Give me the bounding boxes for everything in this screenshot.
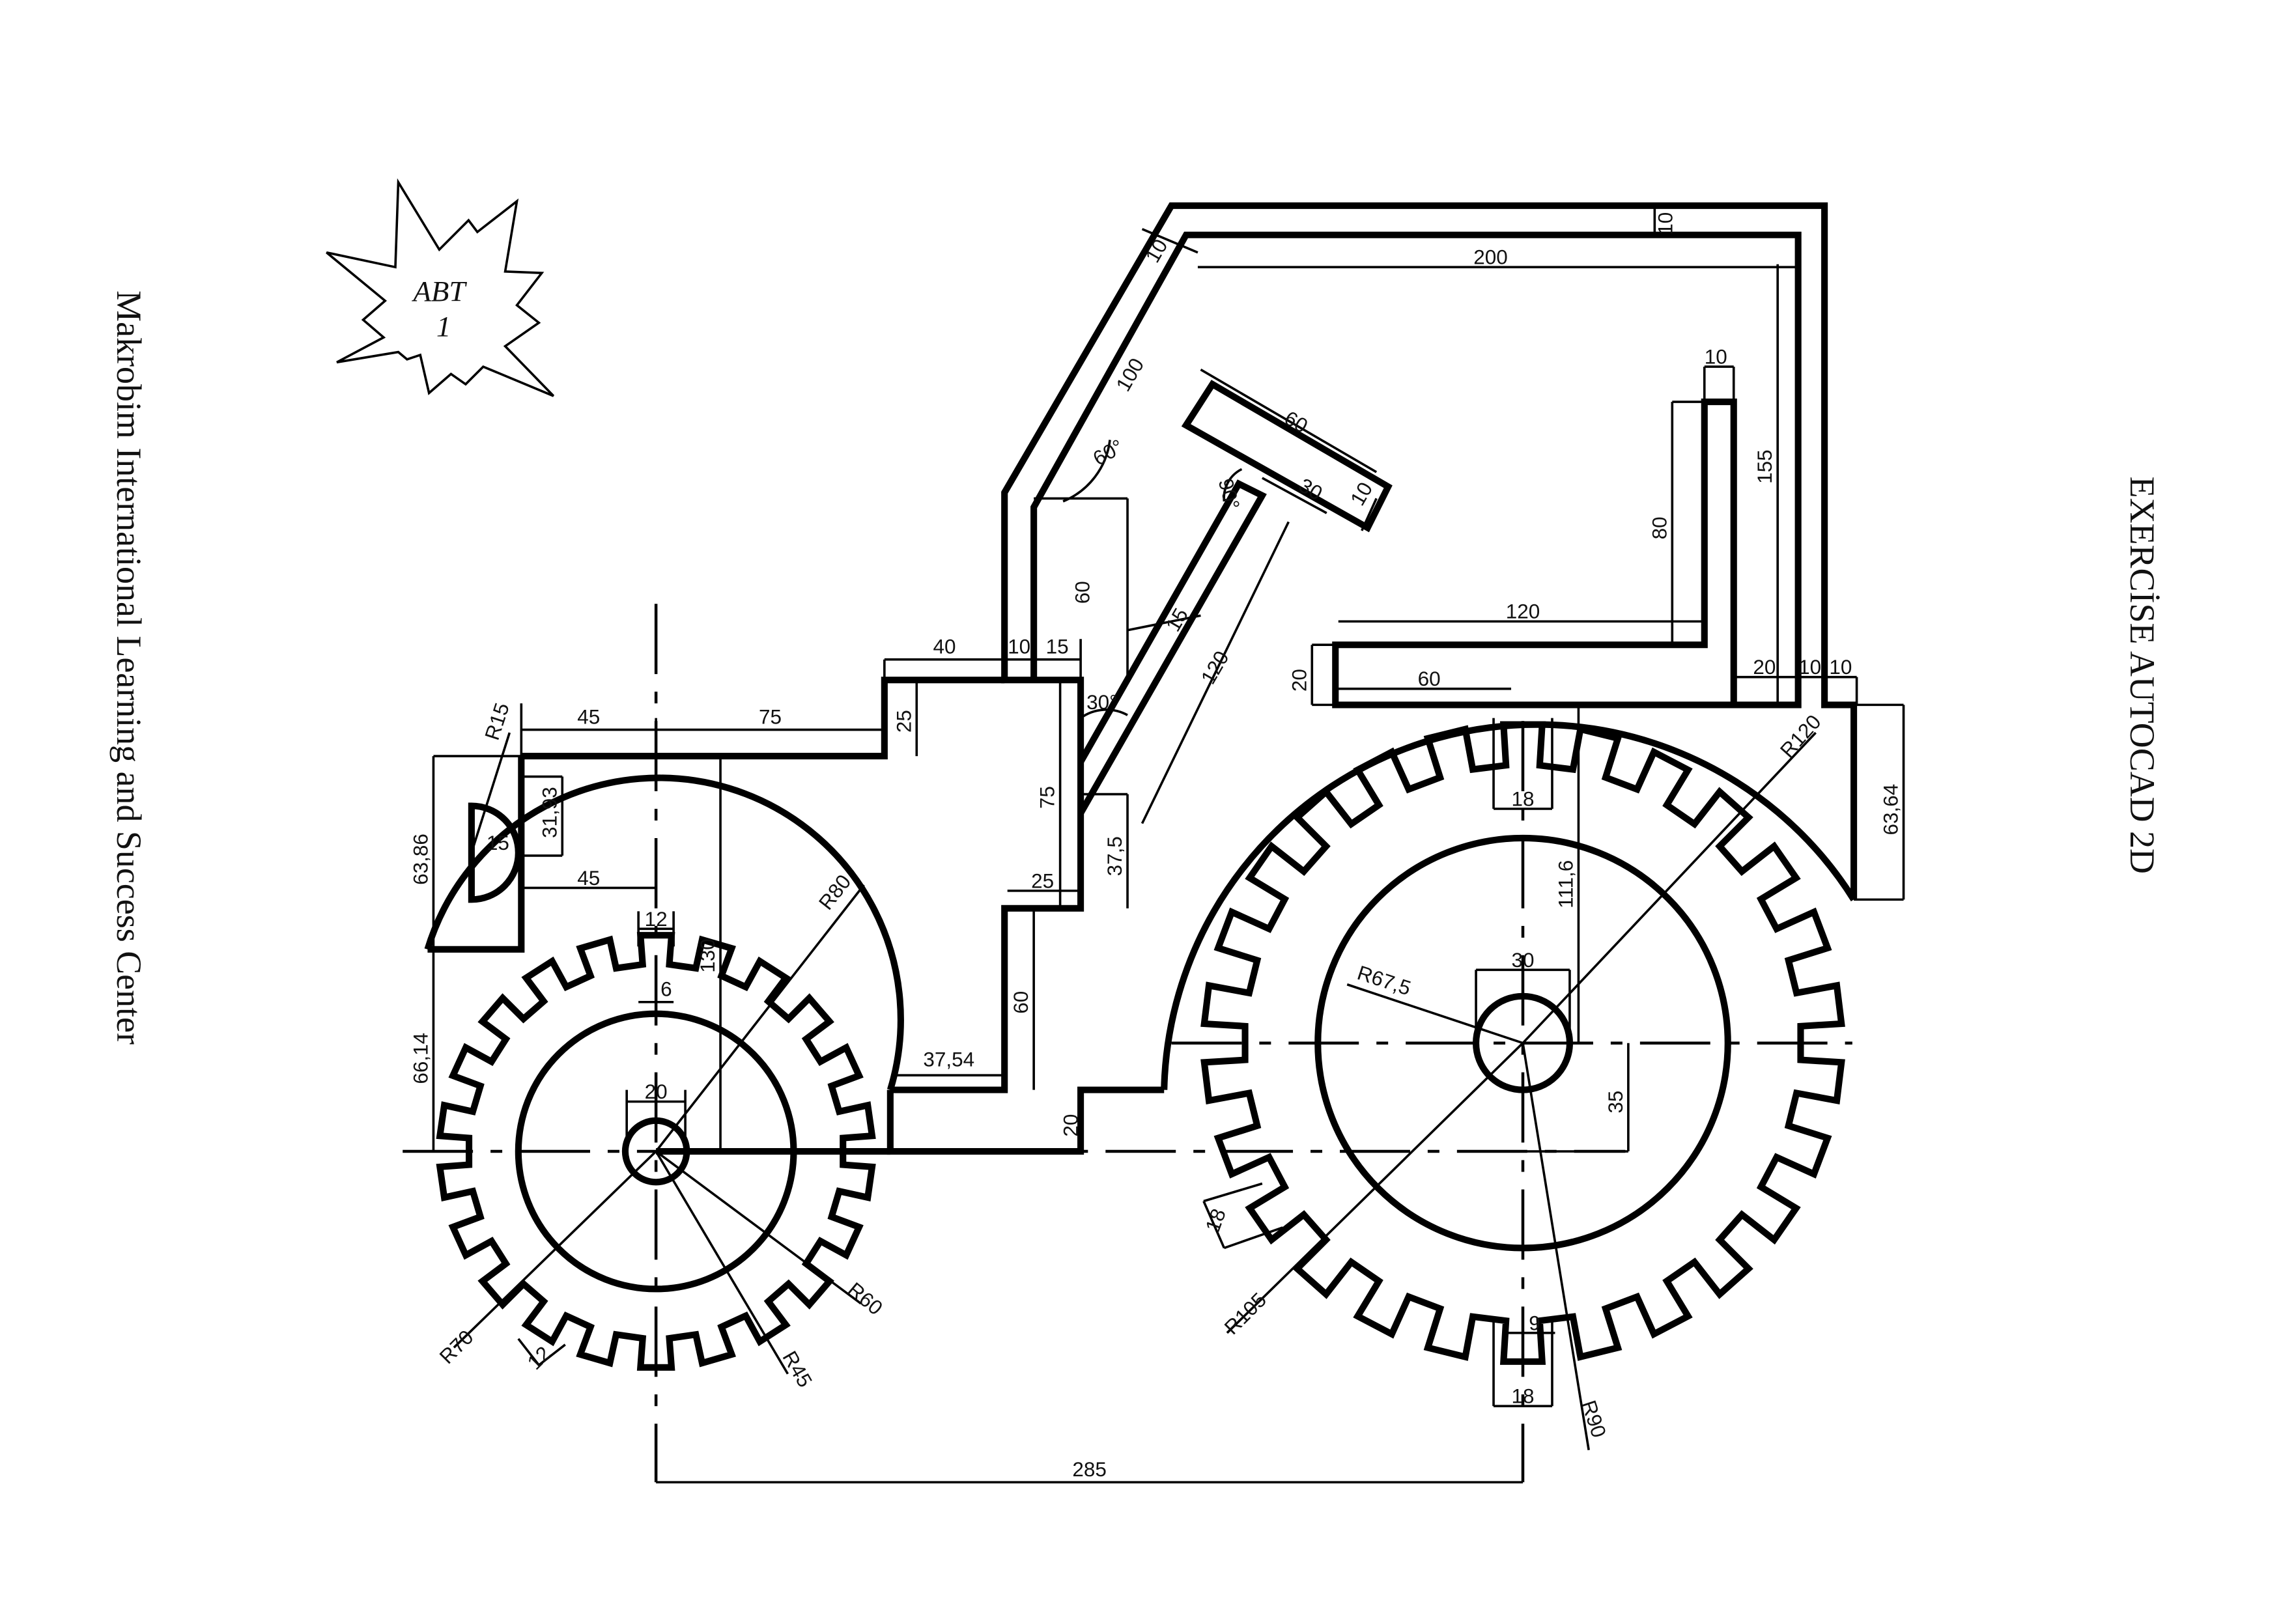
company-label: Makrobim International Learning and Succ… [109, 290, 149, 1045]
dim-18-left-large: 18 [1201, 1205, 1230, 1235]
dim-18-bottom-large: 18 [1512, 1385, 1535, 1408]
dim-10-right-a: 10 [1798, 656, 1821, 679]
dim-r45: R45 [778, 1347, 816, 1391]
dim-200: 200 [1473, 246, 1508, 269]
dim-r60: R60 [843, 1278, 887, 1319]
dim-15-step: 15 [1046, 636, 1069, 658]
dim-120-column: 120 [1197, 647, 1234, 688]
tractor-body [424, 202, 1858, 1155]
dim-63-64: 63,64 [1880, 784, 1903, 836]
dim-60-pillar: 60 [1071, 581, 1094, 604]
dim-12-bottom-small: 12 [523, 1342, 556, 1375]
dim-20-bottom: 20 [1060, 1114, 1083, 1137]
dim-18-top-large: 18 [1512, 787, 1535, 810]
dim-45-top: 45 [577, 706, 600, 729]
large-gear [1200, 721, 1845, 1365]
dim-60-seat: 60 [1418, 667, 1441, 690]
dim-35: 35 [1604, 1091, 1627, 1114]
dim-130: 130 [696, 938, 719, 973]
abt-starburst-badge: ABT 1 [326, 178, 555, 397]
small-gear [436, 932, 876, 1371]
dim-60-deg: 60° [1089, 435, 1127, 470]
dimension-lines [432, 205, 1905, 1483]
dim-63-86: 63,86 [409, 834, 432, 885]
dim-15-half-circle: 15 [487, 832, 509, 854]
dim-10-step: 10 [1008, 636, 1030, 658]
dim-20-right: 20 [1753, 656, 1776, 679]
dim-r120: R120 [1776, 710, 1825, 762]
dim-30-hub: 30 [1512, 949, 1535, 972]
dim-285: 285 [1072, 1458, 1107, 1481]
dim-10-riser: 10 [1705, 346, 1727, 369]
badge-text-line1: ABT [411, 275, 467, 307]
dim-37-54: 37,54 [923, 1048, 974, 1071]
dim-75-vertical: 75 [1036, 786, 1059, 809]
badge-text-line2: 1 [436, 310, 451, 343]
dim-6: 6 [660, 978, 672, 1001]
dim-37-5: 37,5 [1103, 836, 1126, 876]
dim-40: 40 [933, 636, 956, 658]
dim-45-lower: 45 [577, 867, 600, 890]
dim-60-wheel: 60 [1281, 406, 1312, 438]
dim-25-lower: 25 [1031, 869, 1054, 892]
dim-9: 9 [1529, 1312, 1540, 1334]
dim-12-top-small: 12 [645, 908, 668, 931]
dim-20-seat: 20 [1288, 669, 1311, 692]
dim-120-top: 120 [1506, 600, 1540, 623]
dim-r80: R80 [814, 871, 855, 914]
dim-30-deg: 30° [1086, 691, 1118, 714]
dim-r67-5: R67,5 [1355, 961, 1414, 1000]
dim-10-top: 10 [1654, 212, 1677, 235]
dim-20-hub: 20 [645, 1080, 668, 1103]
dim-66-14: 66,14 [409, 1033, 432, 1084]
dim-r90: R90 [1577, 1397, 1610, 1440]
exercise-title: EXERCİSE AUTOCAD 2D [2123, 477, 2162, 874]
dim-155: 155 [1753, 449, 1776, 484]
dim-111-6: 111,6 [1554, 860, 1577, 908]
dim-80: 80 [1648, 516, 1671, 539]
dim-31-93: 31,93 [538, 787, 561, 838]
dim-60-lower: 60 [1010, 991, 1032, 1014]
dim-25-upper: 25 [892, 710, 915, 733]
dim-75-top: 75 [759, 706, 782, 729]
dim-10-right-b: 10 [1829, 656, 1852, 679]
